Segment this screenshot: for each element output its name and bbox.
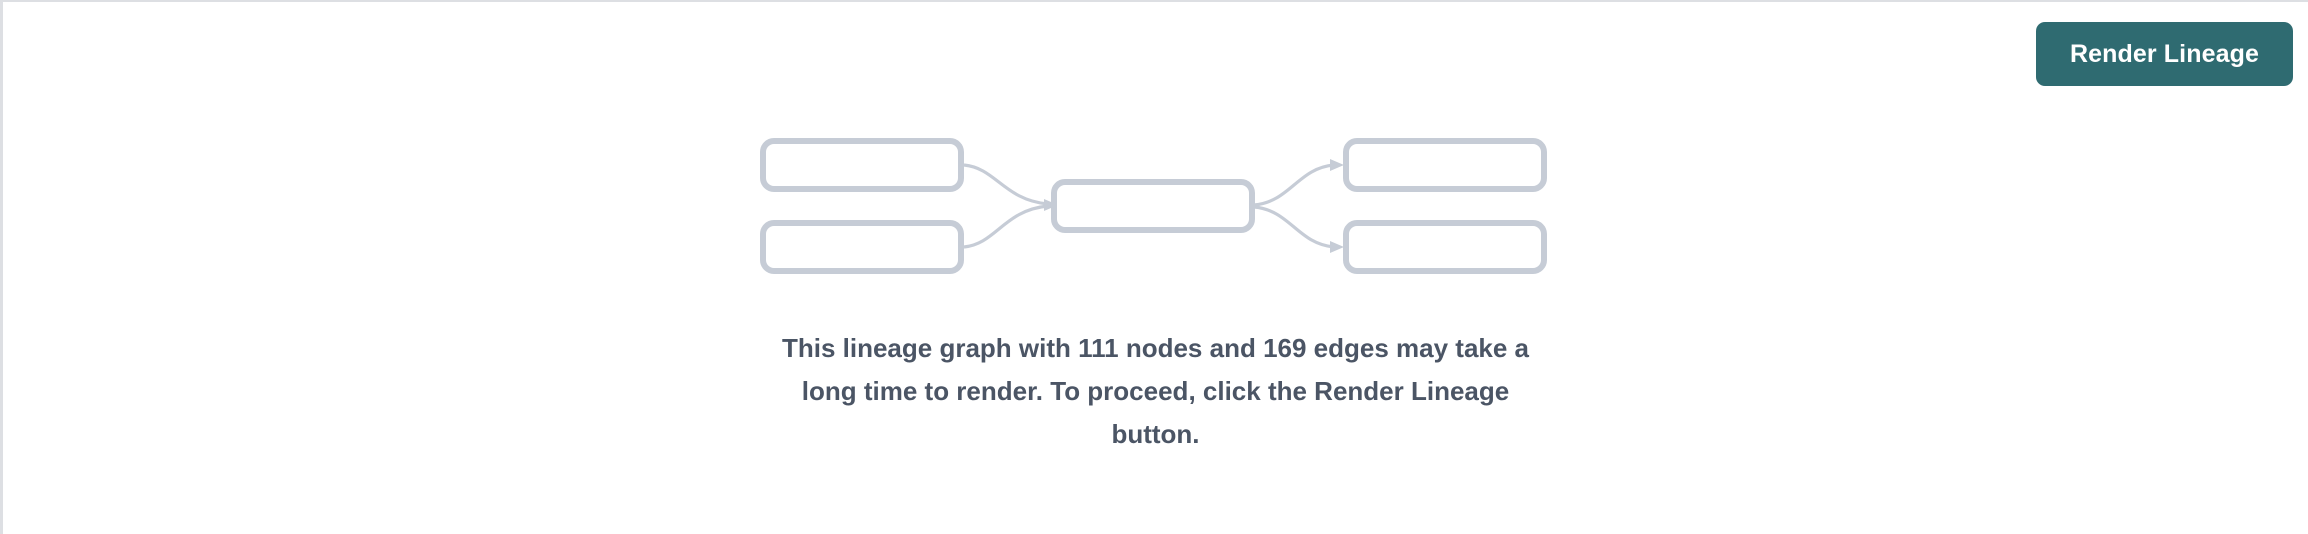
lineage-action-bar: Render Lineage [3, 2, 2308, 106]
placeholder-node-source-2 [759, 220, 964, 274]
edge-center-to-target2 [1253, 205, 1334, 249]
render-lineage-button[interactable]: Render Lineage [2036, 22, 2293, 86]
placeholder-node-center-1 [1050, 179, 1255, 233]
edge-center-to-target1 [1253, 163, 1334, 207]
lineage-warning-message: This lineage graph with 111 nodes and 16… [781, 333, 1530, 449]
placeholder-node-target-2 [1342, 220, 1547, 274]
placeholder-node-target-1 [1342, 138, 1547, 192]
arrowhead-into-target2 [1329, 241, 1344, 253]
placeholder-node-source-1 [759, 138, 964, 192]
lineage-placeholder-svg [759, 138, 1547, 274]
arrowhead-into-target1 [1329, 159, 1344, 171]
lineage-graph-placeholder [3, 120, 2308, 290]
edge-source2-to-center [963, 204, 1048, 249]
edge-source1-to-center [963, 163, 1048, 206]
